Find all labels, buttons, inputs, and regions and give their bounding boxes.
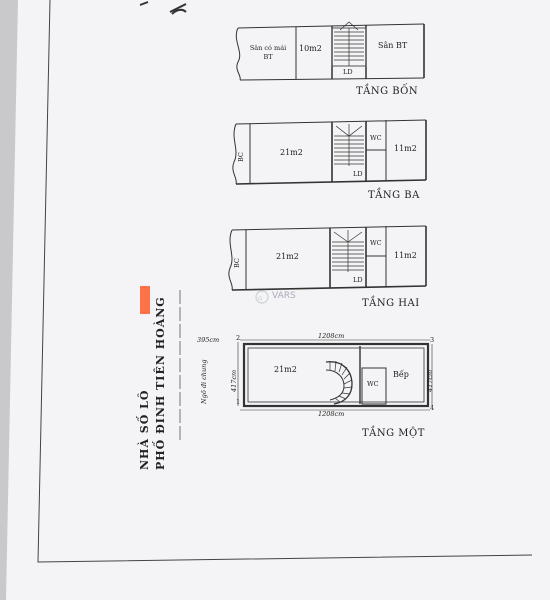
floor-3-title: TẦNG BA	[368, 190, 420, 201]
floor-2-title: TẦNG HAI	[362, 298, 420, 309]
floor-1-right-dim: 417cm	[426, 369, 434, 392]
floor-3-area-left: 21m2	[280, 148, 303, 157]
floor-3-area-right: 11m2	[394, 144, 417, 153]
svg-text:⌂: ⌂	[258, 294, 262, 302]
address-line-1: NHÀ SỐ LÔ	[138, 389, 151, 470]
page-frame	[37, 0, 533, 563]
floor-4-stair-label: LD	[343, 68, 353, 76]
floor-4-area: 10m2	[299, 44, 322, 53]
address-line-2: PHỐ ĐINH TIÊN HOÀNG	[154, 296, 167, 470]
floor-1-title: TẦNG MỘT	[362, 428, 425, 439]
floor-1-corner-dim: 395cm	[197, 336, 220, 344]
floor-1-top-dim: 1208cm	[318, 332, 345, 340]
watermark-text: VARS	[272, 291, 296, 301]
floor-2-area-left: 21m2	[276, 252, 299, 261]
floor-4-covered-yard: Sân có mái BT	[249, 44, 287, 61]
floor-2-wc: WC	[370, 239, 382, 247]
floor-3-wc: WC	[370, 134, 382, 142]
floor-2-area-right: 11m2	[394, 251, 417, 260]
floor-2-stair-label: LD	[353, 276, 363, 284]
floor-1-left-dim: 417cm	[230, 369, 238, 392]
floor-4-yard: Sân BT	[378, 41, 408, 50]
floor-1-point-3: 3	[430, 336, 435, 344]
floor-1-point-1: 1	[236, 398, 241, 406]
floor-1-kitchen: Bếp	[393, 370, 409, 379]
floor-4-plan	[235, 21, 425, 81]
floor-1-plan	[237, 339, 433, 411]
redaction-mark	[140, 286, 150, 314]
floor-1-alley: Ngõ đi chung	[200, 359, 208, 405]
vars-watermark: ⌂	[255, 290, 269, 304]
floor-1-point-4: 4	[430, 404, 435, 412]
floor-1-point-2: 2	[236, 334, 241, 342]
floor-3-plan	[232, 119, 427, 185]
paper-sheet	[6, 0, 550, 600]
floor-3-balcony: BC	[237, 152, 245, 162]
floor-4-title: TẦNG BỐN	[356, 86, 419, 97]
floor-1-bottom-dim: 1208cm	[318, 410, 345, 418]
pen-mark	[139, 1, 187, 15]
floor-2-plan	[228, 225, 427, 291]
floor-1-area: 21m2	[274, 365, 297, 374]
floor-2-balcony: BC	[233, 258, 241, 268]
floor-1-wc: WC	[367, 380, 379, 388]
floor-3-stair-label: LD	[353, 170, 363, 178]
